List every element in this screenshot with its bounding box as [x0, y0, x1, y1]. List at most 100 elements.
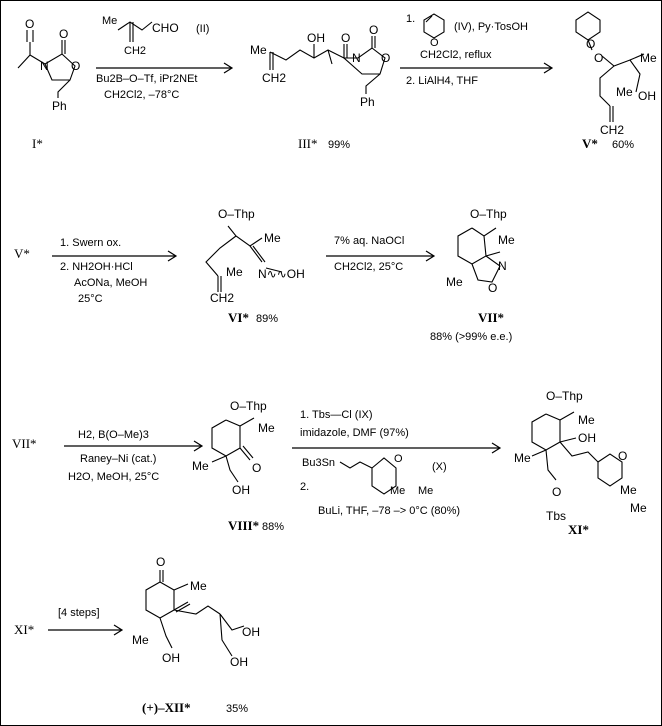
- reagent-line-1: 1.: [406, 13, 415, 25]
- atom-me: Me: [514, 451, 531, 465]
- atom-ch2: CH2: [600, 123, 624, 137]
- aldehyde-cho: CHO: [152, 21, 179, 35]
- reaction-arrow-5: H2, B(O–Me)3 Raney–Ni (cat.) H2O, MeOH, …: [64, 429, 204, 483]
- label-compound-XI-start: XI*: [14, 622, 34, 637]
- atom-o: O: [430, 37, 439, 49]
- atom-oh: OH: [232, 483, 250, 497]
- yield-V: 60%: [612, 139, 634, 151]
- atom-oh: OH: [638, 89, 656, 103]
- atom-ch2: CH2: [210, 291, 234, 305]
- label-compound-VII-start: VII*: [12, 436, 37, 451]
- atom-othp: O–Thp: [218, 207, 255, 221]
- reagent-line-1: 1. Tbs—Cl (IX): [300, 409, 373, 421]
- atom-me: Me: [258, 421, 275, 435]
- reagent-line-1: Bu2B–O–Tf, iPr2NEt: [96, 73, 198, 85]
- atom-n: N: [498, 259, 507, 273]
- reagent-line-1: [4 steps]: [58, 607, 100, 619]
- compound-VII: O–Thp Me N O Me: [446, 207, 515, 295]
- atom-n: N: [352, 51, 361, 65]
- atom-me: Me: [616, 85, 633, 99]
- reagent-line-4: 25°C: [78, 293, 103, 305]
- reaction-arrow-4: 7% aq. NaOCl CH2Cl2, 25°C: [326, 235, 436, 273]
- atom-oh: OH: [230, 655, 248, 669]
- reagent-tag-II: (II): [196, 23, 209, 35]
- reagent-line-3: H2O, MeOH, 25°C: [68, 471, 159, 483]
- reaction-arrow-6: 1. Tbs—Cl (IX) imidazole, DMF (97%) 2. B…: [292, 409, 502, 517]
- atom-me: Me: [102, 15, 117, 27]
- yield-VI: 89%: [256, 313, 278, 325]
- label-compound-XII: (+)–XII*: [142, 700, 191, 715]
- reagent-tag-IV: (IV), Py·TosOH: [454, 21, 528, 33]
- yield-III: 99%: [328, 139, 350, 151]
- label-compound-III: III*: [298, 136, 318, 151]
- atom-me: Me: [250, 43, 267, 57]
- atom-me: Me: [264, 231, 281, 245]
- compound-XII: O Me Me OH OH OH: [132, 555, 260, 669]
- reagent-line-1: 1. Swern ox.: [60, 237, 121, 249]
- atom-ch2: CH2: [262, 71, 286, 85]
- atom-oh: OH: [578, 431, 596, 445]
- atom-me: Me: [446, 275, 463, 289]
- reaction-arrow-7: [4 steps]: [48, 607, 124, 636]
- compound-XI: O–Thp Me OH Me O Tbs O Me Me: [514, 389, 647, 523]
- atom-me: Me: [226, 265, 243, 279]
- atom-me: Me: [190, 579, 207, 593]
- reaction-arrow-1: CHO Me CH2 (II) Bu2B–O–Tf, iPr2NEt CH2Cl…: [96, 15, 234, 101]
- reagent-line-1: 7% aq. NaOCl: [334, 235, 404, 247]
- atom-o: O: [252, 461, 261, 475]
- label-compound-I: I*: [32, 136, 43, 151]
- atom-ph: Ph: [52, 99, 67, 113]
- reagent-line-2: CH2Cl2, reflux: [420, 49, 492, 61]
- atom-oh: OH: [242, 625, 260, 639]
- atom-o: O: [394, 453, 403, 465]
- label-compound-VIII: VIII*: [228, 518, 259, 533]
- reagent-line-4: BuLi, THF, –78 –> 0°C (80%): [318, 505, 460, 517]
- reagent-line-3: AcONa, MeOH: [74, 277, 147, 289]
- atom-tbs: Tbs: [546, 509, 566, 523]
- atom-oh: OH: [162, 651, 180, 665]
- atom-me: Me: [578, 413, 595, 427]
- atom-oh: OH: [307, 31, 325, 45]
- atom-o: O: [156, 555, 165, 569]
- atom-o: O: [381, 51, 390, 65]
- atom-o: O: [341, 31, 350, 45]
- label-compound-VII: VII*: [478, 310, 504, 325]
- yield-VIII: 88%: [262, 521, 284, 533]
- compound-VI: O–Thp Me Me CH2 N∿∿OH: [205, 207, 305, 305]
- atom-o: O: [552, 485, 561, 499]
- atom-noh: N∿∿OH: [258, 267, 305, 281]
- compound-VIII: O–Thp Me O Me OH: [192, 399, 275, 497]
- reagent-line-3: 2. LiAlH4, THF: [406, 75, 478, 87]
- label-compound-VI: VI*: [228, 310, 249, 325]
- reagent-line-2: Raney–Ni (cat.): [80, 453, 156, 465]
- atom-bu3sn: Bu3Sn: [302, 457, 335, 469]
- compound-I: O O N O Ph: [17, 17, 80, 113]
- atom-o: O: [618, 449, 627, 463]
- atom-n: N: [40, 59, 49, 73]
- atom-o: O: [369, 23, 378, 37]
- atom-me: Me: [498, 233, 515, 247]
- atom-othp: O–Thp: [546, 389, 583, 403]
- atom-me: Me: [418, 485, 433, 497]
- atom-o: O: [586, 37, 595, 51]
- atom-o: O: [25, 17, 34, 31]
- yield-VII: 88% (>99% e.e.): [430, 331, 512, 343]
- atom-othp: O–Thp: [470, 207, 507, 221]
- atom-me: Me: [620, 483, 637, 497]
- reagent-line-2: 2. NH2OH·HCl: [60, 261, 133, 273]
- reaction-arrow-2: 1. O (IV), Py·TosOH CH2Cl2, reflux 2. Li…: [400, 13, 554, 87]
- atom-o: O: [71, 59, 80, 73]
- reagent-line-1: H2, B(O–Me)3: [78, 429, 149, 441]
- atom-me: Me: [390, 485, 405, 497]
- label-compound-XI: XI*: [568, 522, 589, 537]
- label-compound-V-start: V*: [14, 246, 30, 261]
- yield-XII: 35%: [226, 703, 248, 715]
- reaction-arrow-3: 1. Swern ox. 2. NH2OH·HCl AcONa, MeOH 25…: [52, 237, 178, 305]
- atom-othp: O–Thp: [230, 399, 267, 413]
- reagent-line-2: CH2Cl2, –78°C: [104, 89, 179, 101]
- reagent-line-2: CH2Cl2, 25°C: [334, 261, 403, 273]
- label-compound-V: V*: [582, 136, 598, 151]
- atom-ph: Ph: [360, 95, 375, 109]
